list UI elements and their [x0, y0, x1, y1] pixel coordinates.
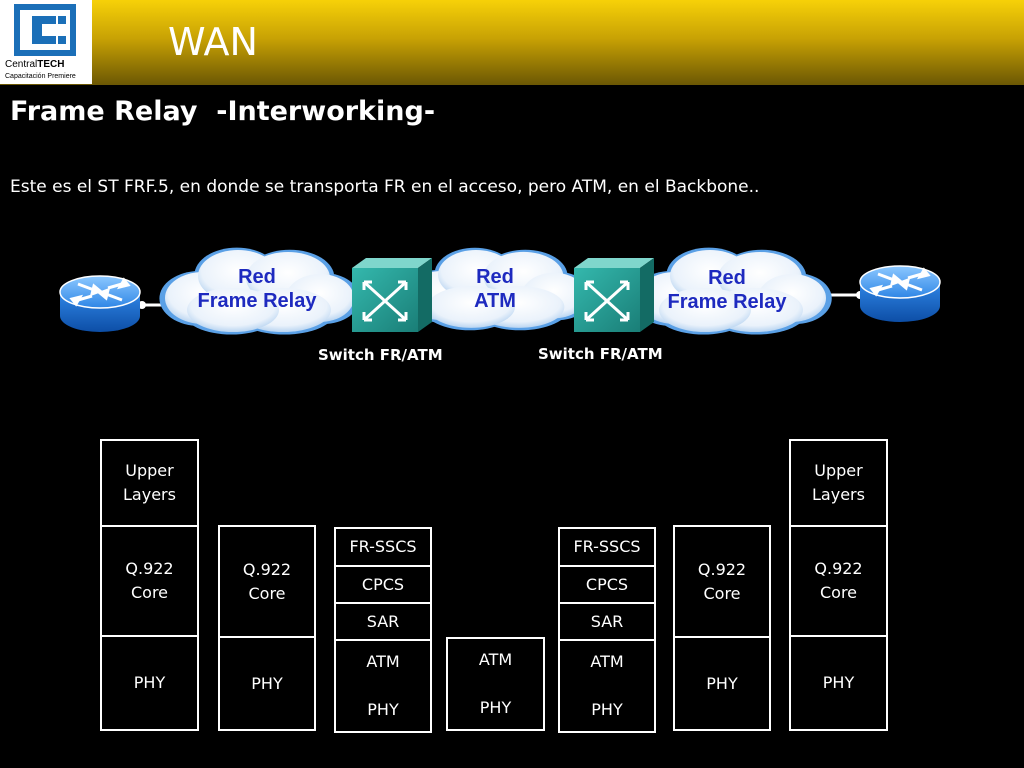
stack-layer: Q.922 Core — [242, 559, 292, 603]
cloud-label-frame-relay-right: Red Frame Relay — [667, 267, 787, 313]
protocol-stack-1: Upper Layers Q.922 Core PHY — [100, 439, 199, 731]
stack-layer: SAR — [560, 602, 654, 639]
stack-layer: Upper Layers — [123, 461, 176, 504]
stack-layer: Q.922 Core — [791, 525, 886, 635]
stack-layer: Q.922 Core — [102, 525, 197, 635]
stack-layer: FR-SSCS — [573, 537, 641, 556]
stack-layer: PHY — [102, 635, 197, 729]
protocol-stack-7: Upper Layers Q.922 Core PHY — [789, 439, 888, 731]
stack-layer: ATM PHY — [560, 639, 654, 731]
router-icon-right — [859, 265, 941, 322]
stack-layer: SAR — [336, 602, 430, 639]
stack-layer: PHY — [791, 635, 886, 729]
logo-c-icon — [14, 4, 76, 56]
stack-layer: FR-SSCS — [349, 537, 417, 556]
logo-wordmark: CentralTECH — [5, 59, 65, 70]
stack-layer: Upper Layers — [812, 461, 865, 504]
stack-layer: CPCS — [336, 565, 430, 602]
protocol-stack-3: FR-SSCS CPCS SAR ATM PHY — [334, 527, 432, 733]
header-bar: CentralTECH Capacitación Premiere WAN — [0, 0, 1024, 85]
page-title: WAN — [168, 20, 258, 64]
slide-subtitle: Frame Relay -Interworking- — [10, 96, 436, 127]
protocol-stack-5: FR-SSCS CPCS SAR ATM PHY — [558, 527, 656, 733]
atm-switch-icon-right — [574, 258, 654, 332]
stack-layer: PHY — [675, 636, 769, 729]
centraltech-logo: CentralTECH Capacitación Premiere — [0, 0, 92, 84]
switch-label-left: Switch FR/ATM — [318, 346, 443, 364]
slide-description: Este es el ST FRF.5, en donde se transpo… — [10, 177, 760, 197]
stack-layer: ATM PHY — [478, 650, 513, 717]
atm-switch-icon-left — [352, 258, 432, 332]
stack-layer: Q.922 Core — [697, 559, 747, 603]
stack-layer: ATM PHY — [336, 639, 430, 731]
logo-tagline: Capacitación Premiere — [5, 73, 76, 80]
router-icon-left — [59, 275, 141, 332]
switch-label-right: Switch FR/ATM — [538, 345, 663, 363]
stack-layer: PHY — [220, 636, 314, 729]
protocol-stack-2: Q.922 Core PHY — [218, 525, 316, 731]
stack-layer: CPCS — [560, 565, 654, 602]
cloud-label-atm: Red ATM — [474, 266, 516, 312]
protocol-stack-4: ATM PHY — [446, 637, 545, 731]
cloud-label-frame-relay-left: Red Frame Relay — [197, 266, 317, 312]
protocol-stack-6: Q.922 Core PHY — [673, 525, 771, 731]
